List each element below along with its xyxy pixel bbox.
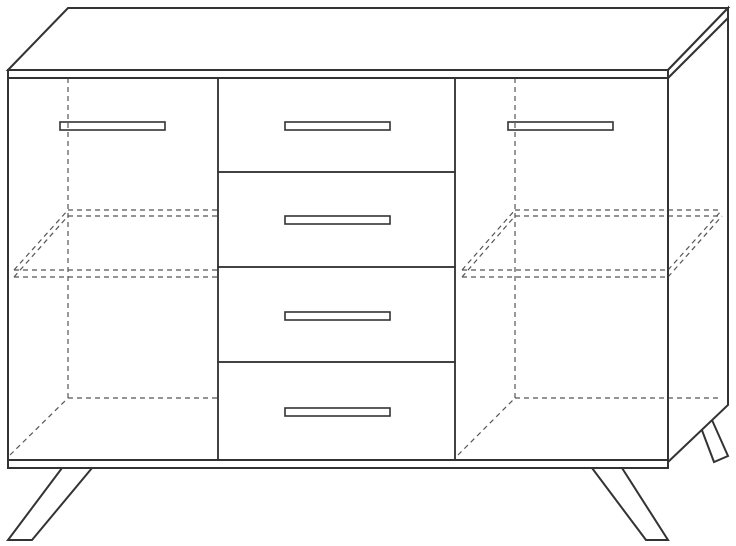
drawer-3-handle[interactable] <box>284 311 391 321</box>
right-cabinet-hidden-lines <box>457 78 723 456</box>
drawers <box>217 77 456 461</box>
drawer-4-handle[interactable] <box>284 407 391 417</box>
drawer-4[interactable] <box>217 361 456 461</box>
drawer-2-handle[interactable] <box>284 215 391 225</box>
left-door-handle[interactable] <box>59 121 166 131</box>
side-panel <box>667 15 729 465</box>
leg-front-left <box>6 467 95 541</box>
left-cabinet-hidden-lines <box>9 78 218 456</box>
leg-front-right <box>590 467 670 541</box>
body-front <box>7 77 669 461</box>
right-door-handle[interactable] <box>507 121 614 131</box>
plinth <box>7 459 669 469</box>
drawer-1-handle[interactable] <box>284 121 391 131</box>
top-front-edge <box>7 69 669 79</box>
top-surface <box>5 7 731 71</box>
